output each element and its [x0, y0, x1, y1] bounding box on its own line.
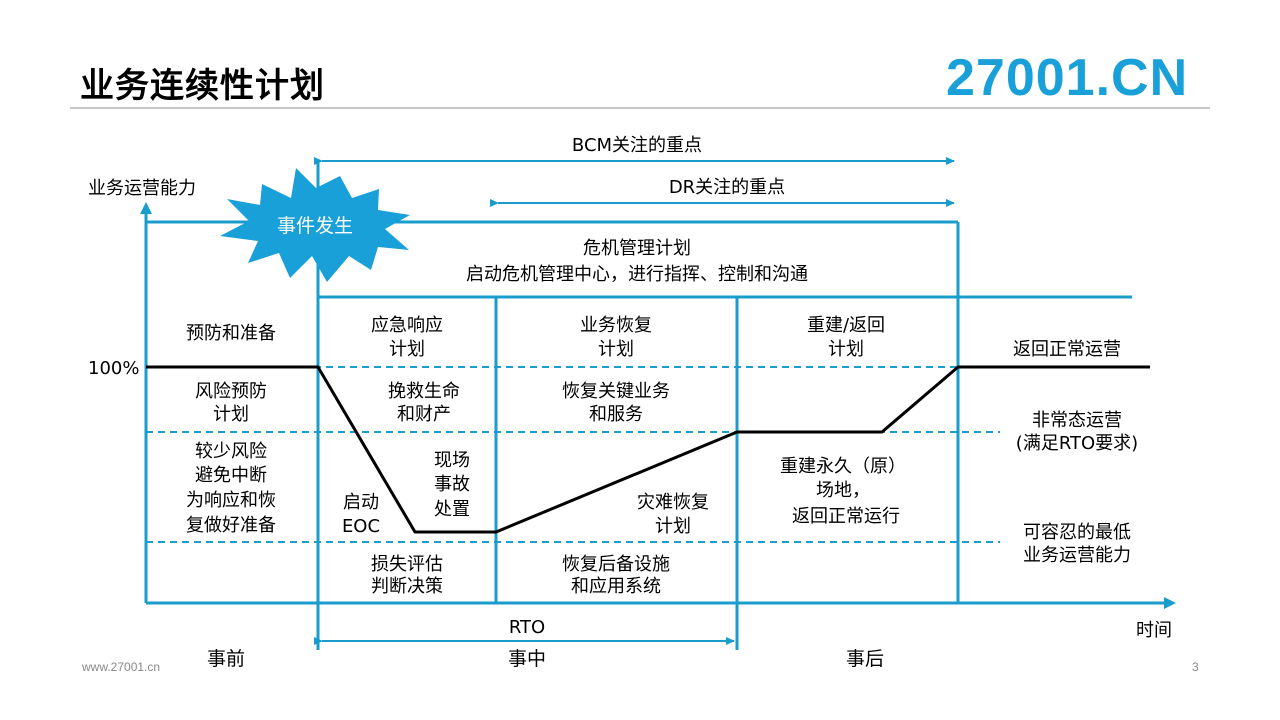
- emergency-plan-line-2: 计划: [389, 339, 425, 360]
- x-axis-label: 时间: [1136, 620, 1172, 641]
- restore-backup-line-1: 恢复后备设施: [562, 554, 670, 575]
- risk-plan-line-2: 计划: [213, 404, 249, 425]
- onsite-line-1: 现场: [434, 450, 470, 471]
- rebuild-site-line-1: 重建永久（原）: [780, 456, 906, 477]
- crisis-plan-line-2: 启动危机管理中心，进行指挥、控制和沟通: [466, 264, 808, 285]
- phase-before: 事前: [207, 648, 245, 670]
- reduce-risk-line-2: 避免中断: [195, 465, 267, 486]
- starburst-icon: [220, 168, 410, 282]
- event-label: 事件发生: [277, 215, 353, 237]
- y-axis-arrowhead: [140, 202, 152, 214]
- restore-key-line-1: 恢复关键业务: [562, 381, 670, 402]
- start-eoc-line-1: 启动: [343, 492, 379, 513]
- save-life-line-2: 和财产: [397, 404, 451, 425]
- prevention-label: 预防和准备: [186, 323, 276, 344]
- abnormal-ops-line-2: (满足RTO要求): [1016, 433, 1138, 454]
- bcm-focus-label: BCM关注的重点: [572, 135, 702, 156]
- rebuild-plan-line-2: 计划: [828, 339, 864, 360]
- page-number: 3: [1192, 660, 1199, 674]
- save-life-line-1: 挽救生命: [388, 381, 460, 402]
- reduce-risk-line-4: 复做好准备: [186, 515, 276, 536]
- start-eoc-line-2: EOC: [342, 516, 380, 537]
- logo-27001-cn: 27001.CN: [946, 49, 1189, 107]
- dr-plan-line-1: 灾难恢复: [637, 492, 709, 513]
- level-100-label: 100%: [88, 358, 139, 379]
- crisis-plan-line-1: 危机管理计划: [583, 238, 691, 259]
- footer-url: www.27001.cn: [82, 660, 161, 674]
- dr-focus-label: DR关注的重点: [669, 177, 785, 198]
- loss-eval-line-2: 判断决策: [371, 576, 443, 597]
- dr-plan-line-2: 计划: [655, 516, 691, 537]
- min-capability-line-2: 业务运营能力: [1023, 545, 1131, 566]
- page-title: 业务连续性计划: [80, 66, 325, 106]
- y-axis-label: 业务运营能力: [88, 178, 196, 199]
- risk-plan-line-1: 风险预防: [195, 381, 267, 402]
- rebuild-site-line-2: 场地，: [816, 480, 870, 501]
- phase-after: 事后: [846, 648, 884, 670]
- min-capability-line-1: 可容忍的最低: [1023, 522, 1131, 543]
- onsite-line-2: 事故: [434, 474, 470, 495]
- abnormal-ops-line-1: 非常态运营: [1032, 410, 1122, 431]
- emergency-plan-line-1: 应急响应: [371, 315, 443, 336]
- loss-eval-line-1: 损失评估: [371, 554, 443, 575]
- capability-curve: [146, 365, 1150, 534]
- restore-key-line-2: 和服务: [589, 404, 643, 425]
- rebuild-site-line-3: 返回正常运行: [792, 506, 900, 527]
- restore-backup-line-2: 和应用系统: [571, 576, 661, 597]
- reduce-risk-line-1: 较少风险: [195, 441, 267, 462]
- reduce-risk-line-3: 为响应和恢: [186, 490, 276, 511]
- onsite-line-3: 处置: [434, 499, 470, 520]
- phase-during: 事中: [508, 648, 546, 670]
- rto-label: RTO: [509, 617, 545, 638]
- business-recovery-line-1: 业务恢复: [580, 315, 652, 336]
- business-recovery-line-2: 计划: [598, 339, 634, 360]
- x-axis-arrowhead: [1164, 597, 1176, 609]
- title-divider: [70, 107, 1210, 109]
- rebuild-plan-line-1: 重建/返回: [807, 315, 885, 336]
- return-normal-label: 返回正常运营: [1013, 339, 1121, 360]
